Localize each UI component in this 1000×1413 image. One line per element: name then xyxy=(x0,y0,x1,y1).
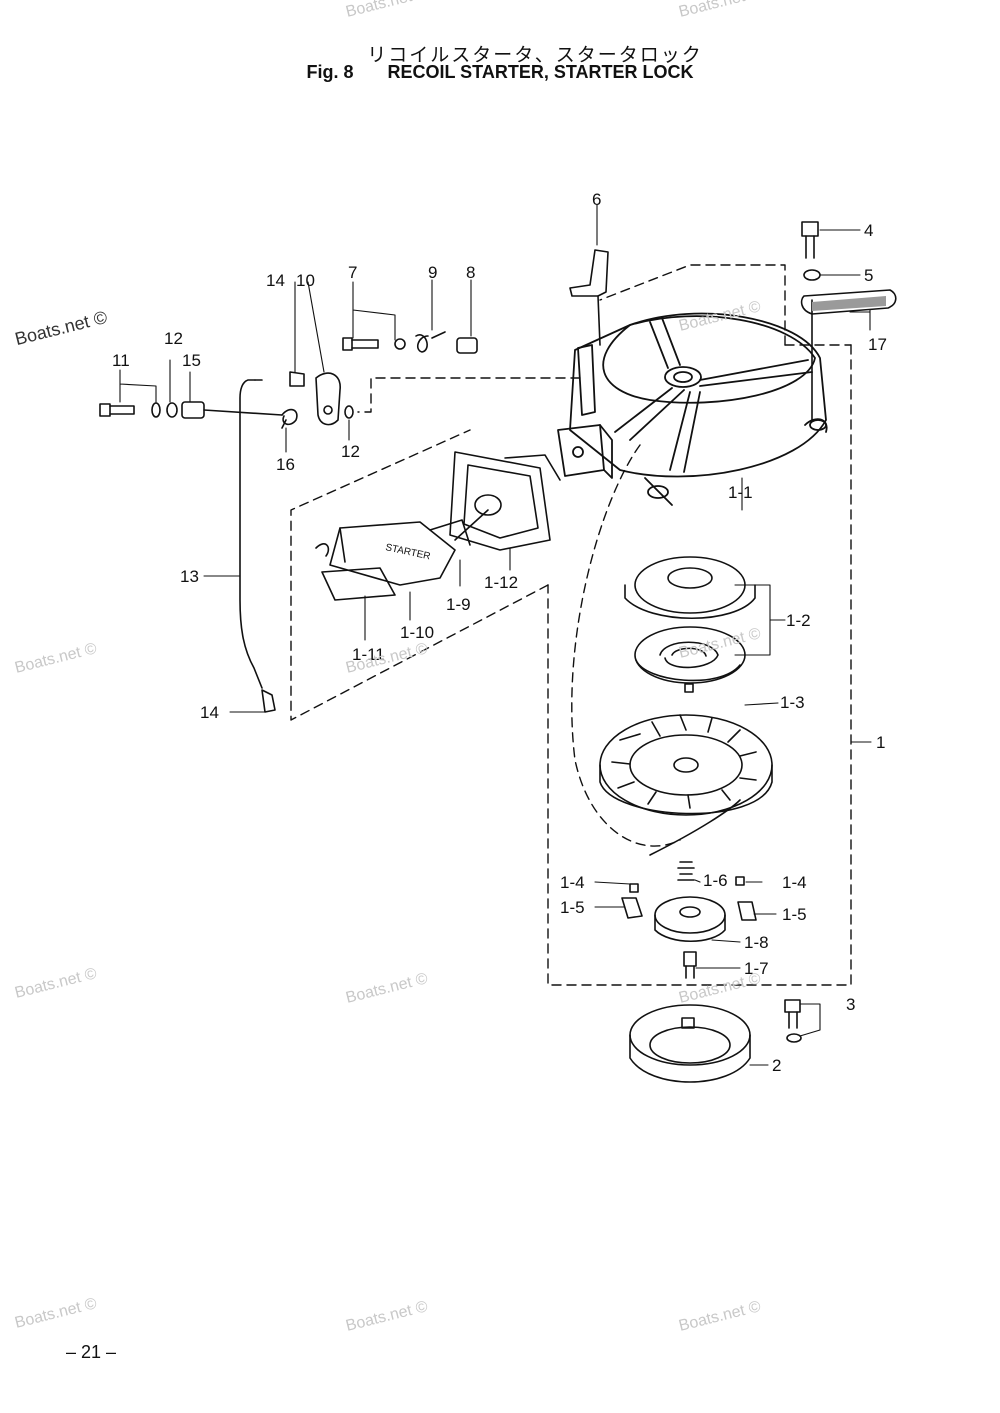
label-14-bottom: 14 xyxy=(200,703,219,722)
handle-label: STARTER xyxy=(384,542,431,562)
label-1-10: 1-10 xyxy=(400,623,434,642)
label-1-4-right: 1-4 xyxy=(782,873,807,892)
starter-lever xyxy=(569,249,609,297)
spring-and-cover xyxy=(624,556,756,693)
label-9: 9 xyxy=(428,263,437,282)
label-5: 5 xyxy=(864,266,873,285)
label-11: 11 xyxy=(112,351,130,370)
label-1-3: 1-3 xyxy=(780,693,805,712)
label-1-5-left: 1-5 xyxy=(560,898,585,917)
bolt-4-and-plate xyxy=(800,221,897,421)
rope-reel xyxy=(599,714,773,816)
label-13: 13 xyxy=(180,567,199,586)
figure-title: RECOIL STARTER, STARTER LOCK xyxy=(387,62,694,82)
label-12-top: 12 xyxy=(164,329,183,348)
label-7: 7 xyxy=(348,263,357,282)
starter-rope xyxy=(649,799,741,856)
label-1-6: 1-6 xyxy=(703,871,728,890)
label-16: 16 xyxy=(276,455,295,474)
lock-cable xyxy=(203,379,283,713)
handle-assembly xyxy=(315,451,561,601)
label-1-11: 1-11 xyxy=(352,645,385,664)
label-1-12: 1-12 xyxy=(484,573,518,592)
label-1-1: 1-1 xyxy=(728,483,753,502)
plate-17-knurl xyxy=(812,296,886,311)
pawl-parts xyxy=(621,861,757,979)
label-1-9: 1-9 xyxy=(446,595,471,614)
label-1-4-left: 1-4 xyxy=(560,873,585,892)
lock-lever-parts xyxy=(99,371,354,429)
label-17: 17 xyxy=(868,335,887,354)
callout-labels: 1 1-1 1-2 1-3 1-4 1-4 1-5 1-5 1-6 1-7 1-… xyxy=(112,190,887,1075)
starter-pulley xyxy=(629,1004,751,1083)
assembly-outline-dashed xyxy=(290,264,852,986)
leader-lines xyxy=(119,204,872,1066)
label-1-7: 1-7 xyxy=(744,959,769,978)
label-1-2: 1-2 xyxy=(786,611,811,630)
lock-pin-parts xyxy=(342,331,478,354)
label-12-bottom: 12 xyxy=(341,442,360,461)
label-1-8: 1-8 xyxy=(744,933,769,952)
label-3: 3 xyxy=(846,995,855,1014)
label-10: 10 xyxy=(296,271,315,290)
label-2: 2 xyxy=(772,1056,781,1075)
page-number: – 21 – xyxy=(66,1342,117,1362)
figure-number: Fig. 8 xyxy=(306,62,354,82)
label-1-5-right: 1-5 xyxy=(782,905,807,924)
bolt-3 xyxy=(784,999,802,1043)
starter-case xyxy=(557,312,828,506)
label-1: 1 xyxy=(876,733,885,752)
title-japanese: リコイルスタータ、スタータロック xyxy=(367,44,703,66)
label-6: 6 xyxy=(592,190,601,209)
label-4: 4 xyxy=(864,221,873,240)
label-14-top: 14 xyxy=(266,271,285,290)
title-english: Fig. 8 RECOIL STARTER, STARTER LOCK xyxy=(0,62,1000,83)
label-8: 8 xyxy=(466,263,475,282)
label-15: 15 xyxy=(182,351,201,370)
